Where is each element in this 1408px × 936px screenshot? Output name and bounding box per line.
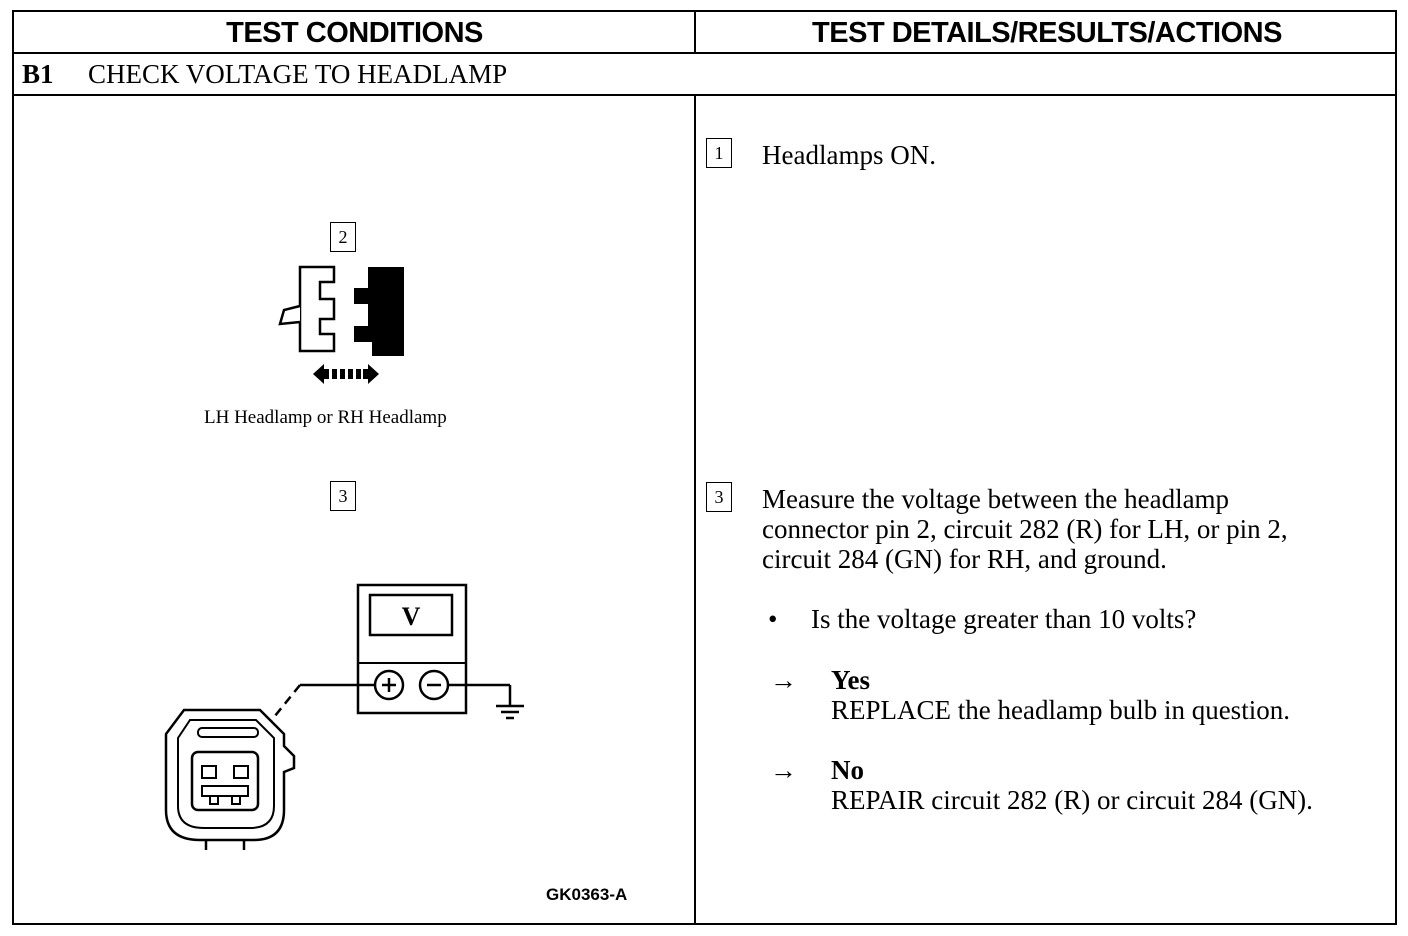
test-conditions-header: TEST CONDITIONS bbox=[226, 17, 483, 49]
connector-disconnect-icon bbox=[278, 265, 404, 384]
step-2-marker: 2 bbox=[330, 222, 356, 252]
step-title-row: B1 CHECK VOLTAGE TO HEADLAMP bbox=[14, 54, 1395, 94]
step-1-text: Headlamps ON. bbox=[762, 140, 936, 170]
step-3-line-2: connector pin 2, circuit 282 (R) for LH,… bbox=[762, 514, 1288, 544]
diagnostic-table: TEST CONDITIONS TEST DETAILS/RESULTS/ACT… bbox=[12, 10, 1397, 925]
step-3-detail-marker: 3 bbox=[706, 482, 732, 512]
yes-label: Yes bbox=[831, 665, 870, 695]
no-action: REPAIR circuit 282 (R) or circuit 284 (G… bbox=[831, 785, 1313, 815]
voltage-question: Is the voltage greater than 10 volts? bbox=[811, 604, 1197, 634]
yes-arrow-icon: → bbox=[770, 665, 797, 695]
step-title: CHECK VOLTAGE TO HEADLAMP bbox=[88, 59, 508, 89]
figure-code: GK0363-A bbox=[546, 885, 628, 904]
step-3-marker: 3 bbox=[330, 481, 356, 511]
connector-caption: LH Headlamp or RH Headlamp bbox=[204, 407, 447, 428]
body-column-divider bbox=[694, 96, 696, 925]
no-label: No bbox=[831, 755, 864, 785]
voltmeter-icon: V bbox=[356, 583, 468, 715]
headlamp-connector-icon bbox=[164, 708, 296, 850]
bullet-icon: • bbox=[768, 604, 778, 634]
step-3-line-1: Measure the voltage between the headlamp bbox=[762, 484, 1230, 514]
title-divider bbox=[14, 94, 1395, 96]
test-details-header: TEST DETAILS/RESULTS/ACTIONS bbox=[812, 17, 1282, 49]
meter-label: V bbox=[402, 602, 421, 631]
header-divider bbox=[14, 52, 1395, 54]
step-3-line-3: circuit 284 (GN) for RH, and ground. bbox=[762, 544, 1167, 574]
no-arrow-icon: → bbox=[770, 755, 797, 785]
step-1-marker: 1 bbox=[706, 138, 732, 168]
column-divider bbox=[694, 12, 696, 54]
yes-action: REPLACE the headlamp bulb in question. bbox=[831, 695, 1290, 725]
step-id: B1 bbox=[22, 59, 54, 89]
